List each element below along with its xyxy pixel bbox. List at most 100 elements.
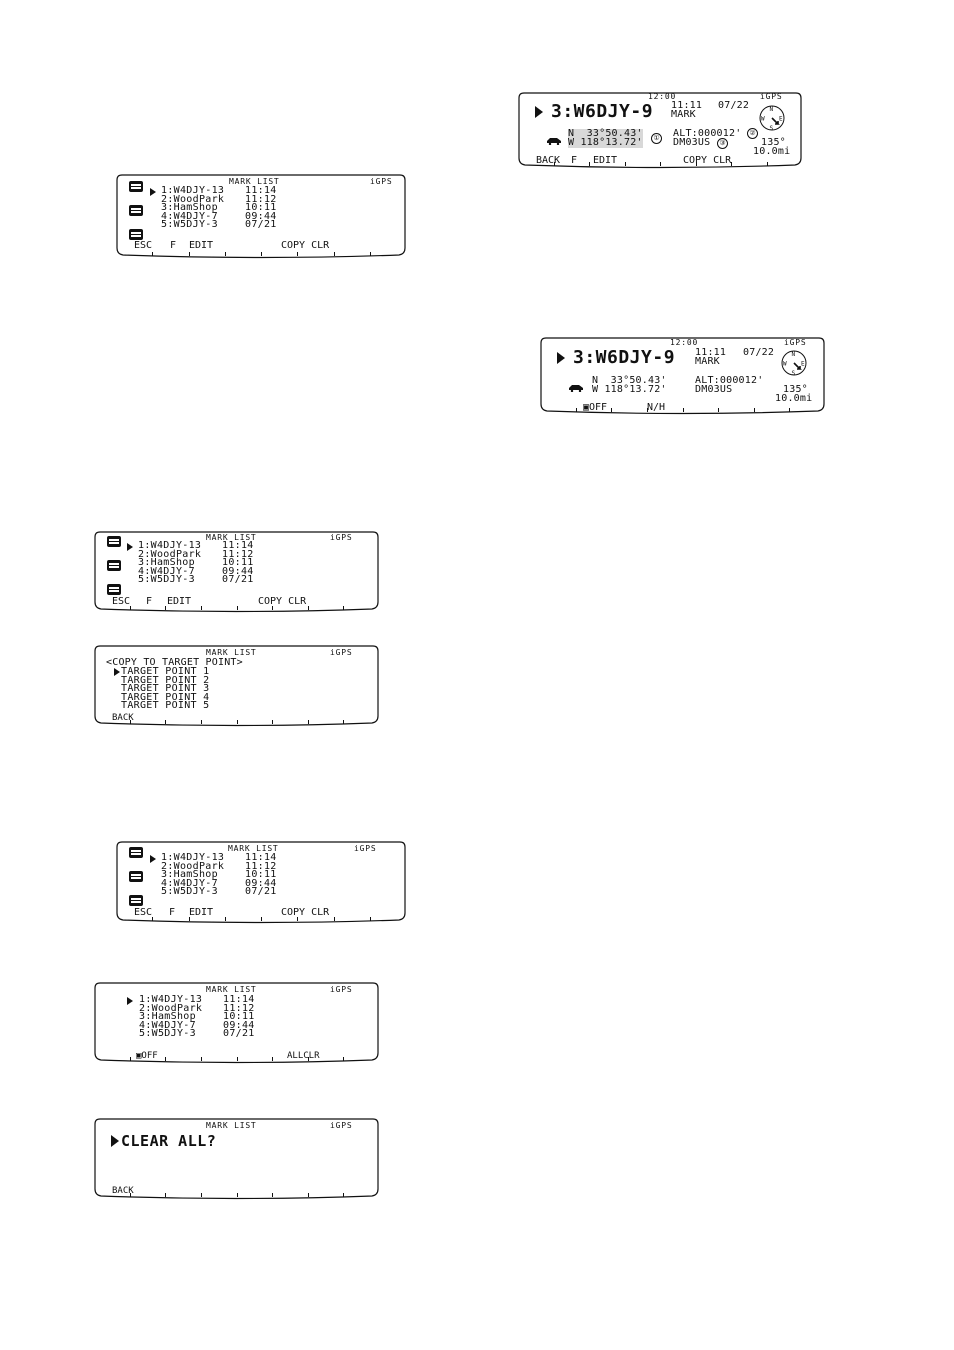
callout-2: ② bbox=[747, 128, 758, 140]
cursor-arrow-icon bbox=[535, 106, 543, 118]
list-item-separator: : bbox=[145, 1011, 152, 1023]
target-point-2[interactable]: TARGET POINT 2 bbox=[121, 674, 210, 686]
list-item-number: 4 bbox=[138, 565, 145, 577]
softkey-divider bbox=[767, 162, 768, 166]
memory-icon-bottom bbox=[107, 584, 121, 595]
softkey-esc[interactable]: ESC bbox=[134, 907, 153, 918]
softkey-f[interactable]: F bbox=[146, 596, 153, 607]
lcd-frame bbox=[116, 174, 406, 259]
softkey-copy-clr[interactable]: COPY CLR bbox=[281, 240, 330, 251]
softkey-back[interactable]: BACK bbox=[536, 155, 561, 166]
list-item-number: 3 bbox=[138, 557, 145, 569]
target-point-1[interactable]: TARGET POINT 1 bbox=[121, 666, 210, 677]
list-item-name: W5DJY-3 bbox=[151, 1028, 196, 1040]
softkey-edit[interactable]: EDIT bbox=[593, 155, 618, 166]
softkey-off[interactable]: ▣OFF bbox=[136, 1051, 158, 1061]
clear-all-prompt[interactable]: CLEAR ALL? bbox=[121, 1132, 217, 1150]
softkey-off[interactable]: ▣OFF bbox=[583, 402, 608, 413]
softkey-divider bbox=[308, 720, 309, 724]
softkey-divider bbox=[576, 408, 577, 412]
softkey-divider bbox=[237, 1057, 238, 1061]
softkey-f[interactable]: F bbox=[170, 240, 177, 251]
list-item-number: 2 bbox=[161, 193, 168, 205]
memory-icon-mid bbox=[129, 871, 143, 882]
list-item-name: WoodPark bbox=[150, 548, 202, 560]
altitude: ALT:000012' bbox=[695, 375, 764, 386]
list-item-name: W5DJY-3 bbox=[173, 886, 218, 898]
callout-1: ① bbox=[651, 133, 662, 145]
list-item-name: HamShop bbox=[150, 557, 195, 569]
softkey-back[interactable]: BACK bbox=[112, 713, 134, 723]
cursor-arrow-icon bbox=[114, 668, 120, 676]
softkey-esc[interactable]: ESC bbox=[134, 240, 153, 251]
softkey-allclr[interactable]: ALLCLR bbox=[287, 1051, 320, 1061]
list-item-number: 3 bbox=[161, 202, 168, 214]
screen-header: MARK LIST bbox=[206, 1121, 257, 1130]
list-item-time: 10:11 bbox=[245, 202, 277, 214]
list-item-number: 1 bbox=[139, 994, 146, 1005]
softkey-f[interactable]: F bbox=[571, 155, 578, 166]
softkey-copy-clr[interactable]: COPY CLR bbox=[281, 907, 330, 918]
softkey-divider bbox=[343, 606, 344, 610]
softkey-n-h[interactable]: N/H bbox=[647, 402, 666, 413]
list-item-number: 4 bbox=[161, 210, 168, 222]
softkey-edit[interactable]: EDIT bbox=[189, 907, 214, 918]
lcd-frame bbox=[540, 337, 825, 415]
list-item-time: 10:11 bbox=[245, 869, 277, 881]
list-item-number: 1 bbox=[161, 852, 168, 863]
list-item-separator: : bbox=[167, 185, 174, 196]
list-item-name: WoodPark bbox=[173, 860, 225, 872]
list-item-name: W4DJY-13 bbox=[151, 994, 203, 1005]
softkey-divider bbox=[165, 720, 166, 724]
softkey-divider bbox=[297, 252, 298, 256]
softkey-esc[interactable]: ESC bbox=[112, 596, 131, 607]
softkey-edit[interactable]: EDIT bbox=[189, 240, 214, 251]
list-item-separator: : bbox=[167, 886, 174, 898]
softkey-divider bbox=[130, 1193, 131, 1197]
latitude: N 33°50.43' bbox=[568, 128, 643, 139]
softkey-divider bbox=[272, 720, 273, 724]
list-item-time: 09:44 bbox=[222, 565, 254, 577]
list-item-time: 11:12 bbox=[245, 193, 277, 205]
target-point-4[interactable]: TARGET POINT 4 bbox=[121, 691, 210, 703]
list-item-separator: : bbox=[167, 852, 174, 863]
softkey-edit[interactable]: EDIT bbox=[167, 596, 192, 607]
list-item-number: 5 bbox=[161, 219, 168, 231]
softkey-divider bbox=[189, 917, 190, 921]
target-point-5[interactable]: TARGET POINT 5 bbox=[121, 700, 210, 712]
target-point-3[interactable]: TARGET POINT 3 bbox=[121, 683, 210, 695]
softkey-divider bbox=[201, 720, 202, 724]
longitude: W 118°13.72' bbox=[592, 384, 667, 395]
softkey-copy-clr[interactable]: COPY CLR bbox=[683, 155, 732, 166]
distance: 10.0mi bbox=[775, 393, 813, 404]
list-item-time: 07/21 bbox=[245, 219, 277, 231]
svg-text:S: S bbox=[792, 370, 796, 377]
softkey-copy-clr[interactable]: COPY CLR bbox=[258, 596, 307, 607]
softkey-back[interactable]: BACK bbox=[112, 1186, 134, 1196]
softkey-f[interactable]: F bbox=[169, 907, 176, 918]
latitude: N 33°50.43' bbox=[592, 375, 667, 386]
mark-date: 07/22 bbox=[743, 347, 775, 358]
